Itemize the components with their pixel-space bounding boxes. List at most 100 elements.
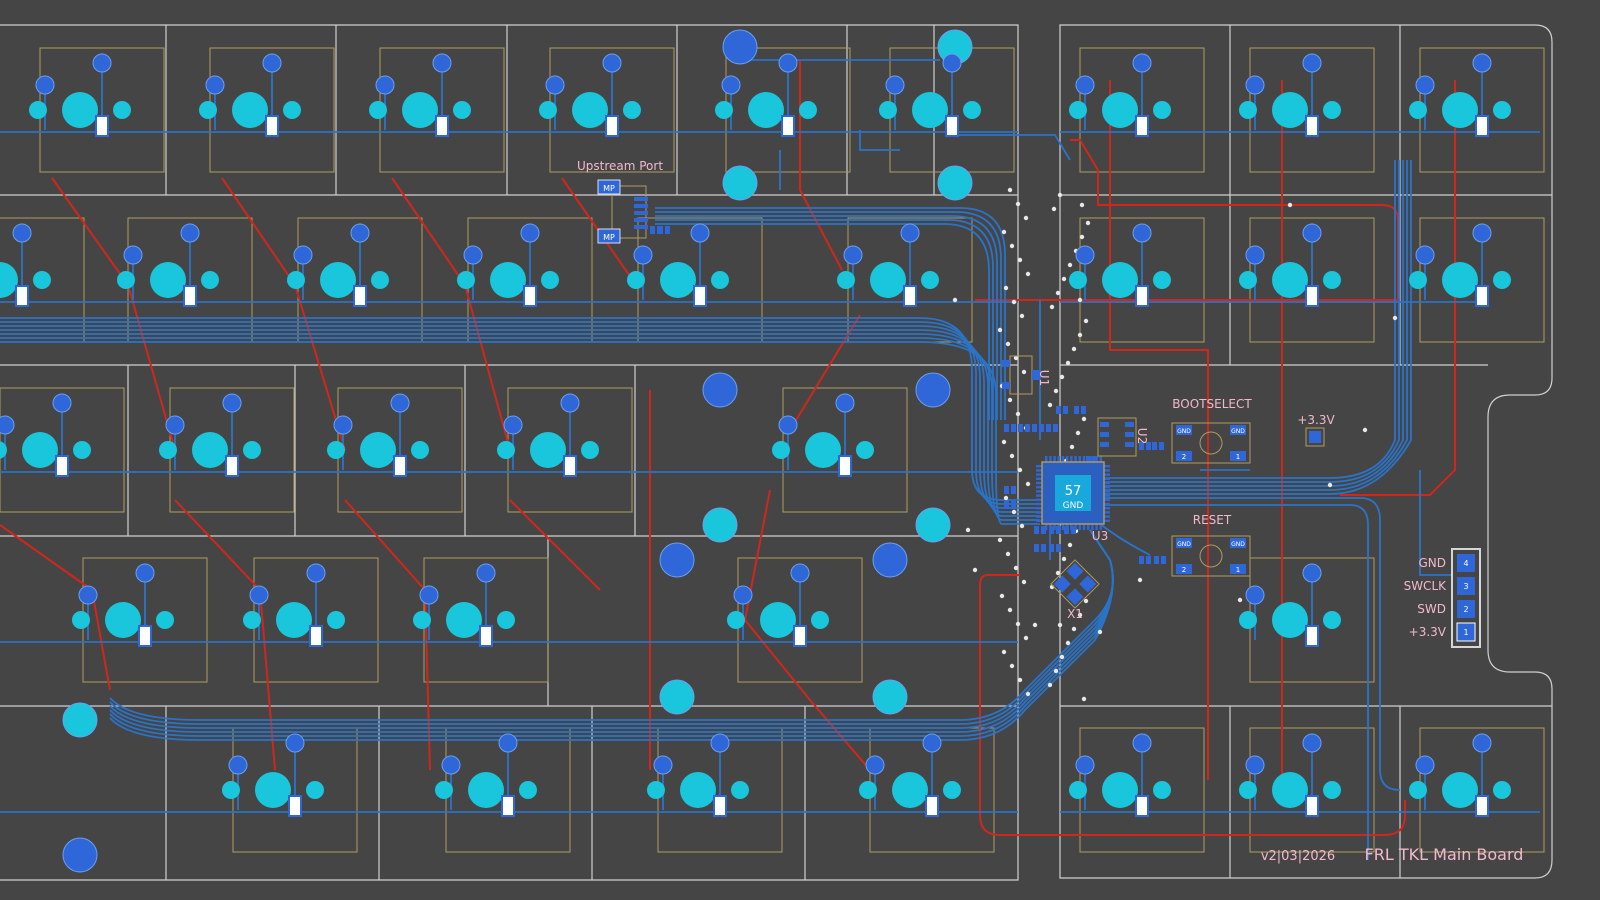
- switch-pin-2: [1472, 53, 1492, 73]
- switch-pin-2: [1472, 733, 1492, 753]
- key-switches: [0, 53, 1511, 817]
- switch-center-pad: [192, 432, 228, 468]
- front-trace-9: [0, 524, 93, 591]
- back-trace-21: [1104, 160, 1404, 487]
- via-74: [1081, 696, 1087, 702]
- mcu-u3: 57 GND: [1041, 461, 1105, 525]
- switch-center-pad: [870, 262, 906, 298]
- switch-peg-left: [222, 781, 240, 799]
- swd-pin-gnd-label: GND: [1418, 556, 1446, 570]
- via-22: [1077, 332, 1083, 338]
- via-72: [1047, 682, 1053, 688]
- front-trace-18: [744, 619, 871, 771]
- switch-peg-left: [859, 781, 877, 799]
- switch-pin-2: [922, 733, 942, 753]
- back-trace-12: [655, 223, 990, 420]
- switch-peg-left: [117, 271, 135, 289]
- switch-diode: [138, 625, 152, 647]
- switch-pin-1: [441, 755, 461, 775]
- via-13: [1025, 271, 1031, 277]
- via-78: [1362, 427, 1368, 433]
- mcu-pin-top-5: [1061, 456, 1065, 462]
- back-trace-18: [109, 529, 1114, 741]
- switch-center-pad: [805, 432, 841, 468]
- switch-diode: [781, 115, 795, 137]
- via-1: [1007, 187, 1013, 193]
- key-switch-26: [413, 563, 515, 647]
- front-trace-10: [174, 499, 261, 591]
- switch-peg-right: [943, 781, 961, 799]
- switch-center-pad: [62, 92, 98, 128]
- via-75: [952, 297, 958, 303]
- passive-pad-a: [1139, 556, 1144, 564]
- mcu-pin-top-3: [1053, 456, 1056, 462]
- back-trace-24: [1104, 497, 1401, 791]
- x1-label: X1: [1067, 607, 1083, 621]
- mcu-pin-bottom-12: [1091, 524, 1094, 530]
- mcu-pin-bottom-11: [1087, 524, 1090, 530]
- back-trace-9: [655, 211, 1002, 420]
- mcu-pin-top-6: [1066, 456, 1069, 462]
- switch-peg-right: [1323, 271, 1341, 289]
- mcu-pin-top-14: [1099, 456, 1102, 462]
- mcu-pin-right-6: [1104, 486, 1110, 489]
- switch-diode: [309, 625, 323, 647]
- via-83: [972, 567, 978, 573]
- passive-pad-a: [1154, 556, 1159, 564]
- switch-diode: [925, 795, 939, 817]
- switch-peg-right: [73, 441, 91, 459]
- switch-center-pad: [255, 772, 291, 808]
- back-trace-11: [655, 219, 994, 420]
- via-16: [1055, 290, 1061, 296]
- passive-3: [1032, 424, 1044, 432]
- via-54: [1061, 556, 1067, 562]
- switch-pin-2: [285, 733, 305, 753]
- front-trace-12: [509, 499, 601, 591]
- switch-diode: [55, 455, 69, 477]
- mcu-pin-bottom-5: [1061, 524, 1065, 530]
- switch-peg-left: [497, 441, 515, 459]
- switch-pin-2: [390, 393, 410, 413]
- mcu-pin-57: 57: [1065, 484, 1082, 499]
- switch-peg-right: [519, 781, 537, 799]
- switch-peg-right: [156, 611, 174, 629]
- mcu-pin-bottom-7: [1070, 524, 1073, 530]
- switch-diode: [605, 115, 619, 137]
- switch-peg-left: [1239, 781, 1257, 799]
- switch-pin-2: [560, 393, 580, 413]
- passive-pad-a: [1004, 486, 1009, 494]
- swd-pin-swclk-label: SWCLK: [1404, 579, 1448, 593]
- switch-peg-left: [1239, 271, 1257, 289]
- passive-pad-b: [1071, 526, 1076, 534]
- switch-diode: [265, 115, 279, 137]
- via-49: [1019, 523, 1025, 529]
- via-73: [1025, 691, 1031, 697]
- switch-pin-2: [710, 733, 730, 753]
- via-68: [1059, 654, 1065, 660]
- test-point-3v3: [1305, 427, 1325, 447]
- mcu-pin-bottom-13: [1095, 524, 1098, 530]
- mcu-pin-bottom-4: [1057, 524, 1060, 530]
- reset-pad-2: 2: [1182, 566, 1186, 574]
- bootselect-button: GND GND 1 2: [1171, 422, 1251, 464]
- switch-pin-2: [52, 393, 72, 413]
- via-2: [1057, 192, 1063, 198]
- board-version: v2|03|2026: [1261, 849, 1335, 864]
- flash-u2: [1097, 417, 1137, 457]
- switch-pin-2: [1302, 53, 1322, 73]
- back-trace-6: [0, 337, 1040, 521]
- key-switch-24: [72, 563, 174, 647]
- via-34: [1081, 416, 1087, 422]
- switch-center-pad: [1272, 772, 1308, 808]
- switch-pin-1: [1075, 245, 1095, 265]
- stabilizer-pad-12: [872, 679, 908, 715]
- board-title: FRL TKL Main Board: [1365, 845, 1524, 864]
- key-switch-12: [287, 223, 389, 307]
- u2-label: U2: [1135, 428, 1149, 444]
- front-trace-3: [391, 177, 466, 286]
- passive-pad-a: [658, 226, 663, 234]
- via-80: [1137, 577, 1143, 583]
- via-86: [1287, 202, 1293, 208]
- switch-center-pad: [572, 92, 608, 128]
- stabilizer-pad-13: [62, 702, 98, 738]
